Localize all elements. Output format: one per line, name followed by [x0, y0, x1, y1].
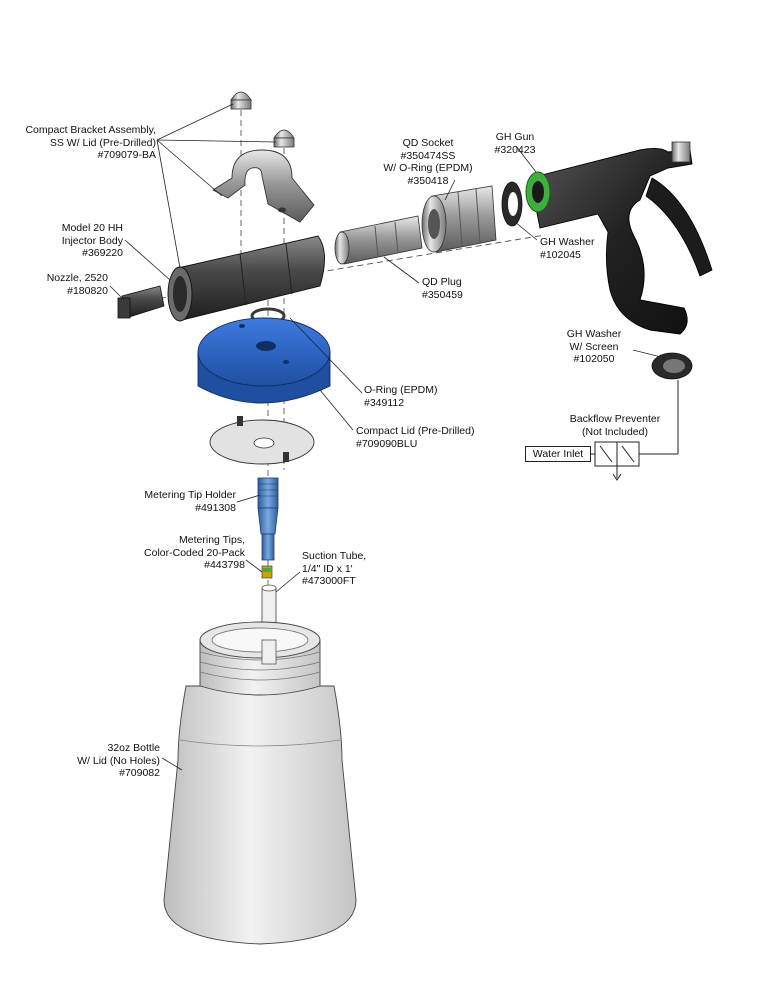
injector-body	[167, 235, 325, 322]
label-o-ring: O-Ring (EPDM)#349112	[364, 384, 438, 409]
label-water-inlet: Water Inlet	[525, 446, 591, 462]
label-nozzle: Nozzle, 2520#180820	[46, 272, 108, 297]
metering-tip-holder-part	[257, 477, 279, 561]
bottle-part	[163, 621, 357, 945]
acorn-nut-1	[230, 91, 252, 110]
label-suction-tube: Suction Tube,1/4" ID x 1'#473000FT	[302, 550, 367, 587]
label-qd-plug: QD Plug#350459	[422, 276, 463, 301]
label-metering-tips: Metering Tips,Color-Coded 20-Pack#443798	[144, 534, 245, 571]
acorn-nut-2	[273, 129, 295, 148]
label-metering-tip-holder: Metering Tip Holder#491308	[144, 489, 236, 514]
gh-washer-screen-part	[651, 352, 693, 380]
gh-washer-part	[501, 181, 523, 227]
label-compact-lid: Compact Lid (Pre-Drilled)#709090BLU	[356, 425, 475, 450]
gh-gun-part	[525, 141, 713, 335]
label-gh-washer: GH Washer#102045	[540, 236, 595, 261]
label-bracket: Compact Bracket Assembly,SS W/ Lid (Pre-…	[25, 124, 156, 161]
nozzle-part	[117, 285, 165, 319]
label-backflow-preventer: Backflow Preventer(Not Included)	[569, 413, 661, 438]
qd-socket-part	[421, 185, 497, 253]
qd-plug-part	[334, 215, 423, 265]
label-gh-gun: GH Gun#320423	[494, 131, 536, 156]
backflow-preventer-symbol	[589, 380, 679, 481]
compact-lid-part	[197, 317, 331, 404]
leader-lines	[109, 103, 666, 771]
gasket-plate	[209, 416, 315, 465]
metering-tip-part	[261, 565, 273, 579]
compact-bracket	[212, 149, 315, 223]
